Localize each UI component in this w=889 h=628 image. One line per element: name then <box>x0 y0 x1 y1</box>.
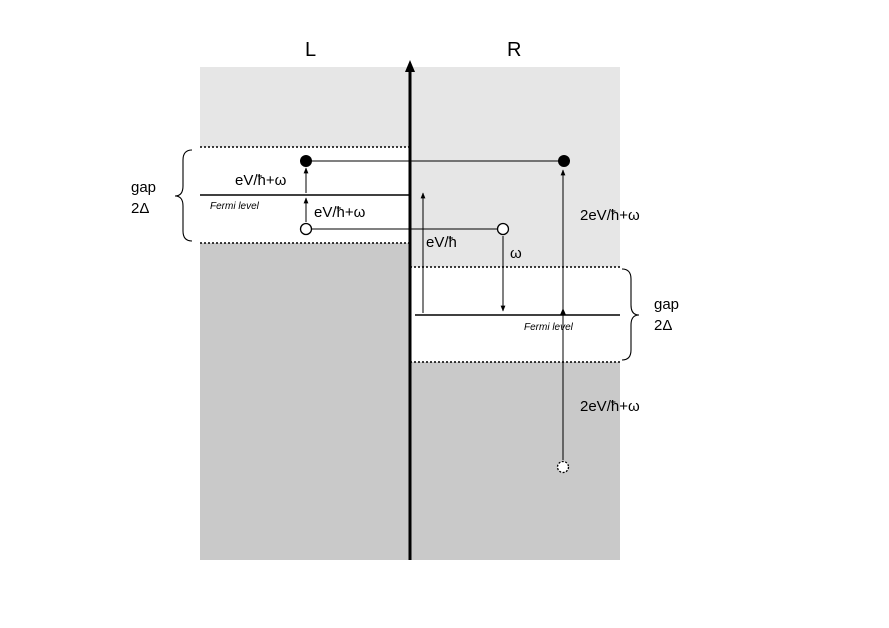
left-gap-value: 2Δ <box>131 200 149 217</box>
left-gap-label: gap <box>131 179 156 196</box>
right-upper-band <box>410 67 620 267</box>
right-gap-value: 2Δ <box>654 317 672 334</box>
right-gap-label: gap <box>654 296 679 313</box>
right-lower-hole <box>556 460 570 474</box>
ev-hbar-omega-upper-label: eV/ħ+ω <box>235 172 287 189</box>
right-electrode <box>410 67 620 560</box>
left-fermi-label: Fermi level <box>210 201 260 212</box>
right-fermi-label: Fermi level <box>524 322 574 333</box>
two-ev-upper-label: 2eV/ħ+ω <box>580 207 640 224</box>
left-filled-band <box>200 243 410 560</box>
right-hole <box>496 222 510 236</box>
right-electron <box>558 155 570 167</box>
right-gap-brace <box>621 268 640 361</box>
right-fermi-mid-arrowhead <box>560 308 566 315</box>
ev-hbar-omega-lower-label: eV/ħ+ω <box>314 204 366 221</box>
left-hole <box>299 222 313 236</box>
right-filled-band <box>410 362 620 560</box>
left-electron <box>300 155 312 167</box>
left-electrode <box>200 67 410 560</box>
left-upper-band <box>200 67 410 147</box>
left-side-label: L <box>305 39 316 61</box>
barrier-arrowhead <box>405 60 415 72</box>
left-gap-brace <box>174 149 193 242</box>
ev-hbar-label: eV/ħ <box>426 234 457 251</box>
omega-label: ω <box>510 245 522 262</box>
right-side-label: R <box>507 39 521 61</box>
two-ev-lower-label: 2eV/ħ+ω <box>580 398 640 415</box>
